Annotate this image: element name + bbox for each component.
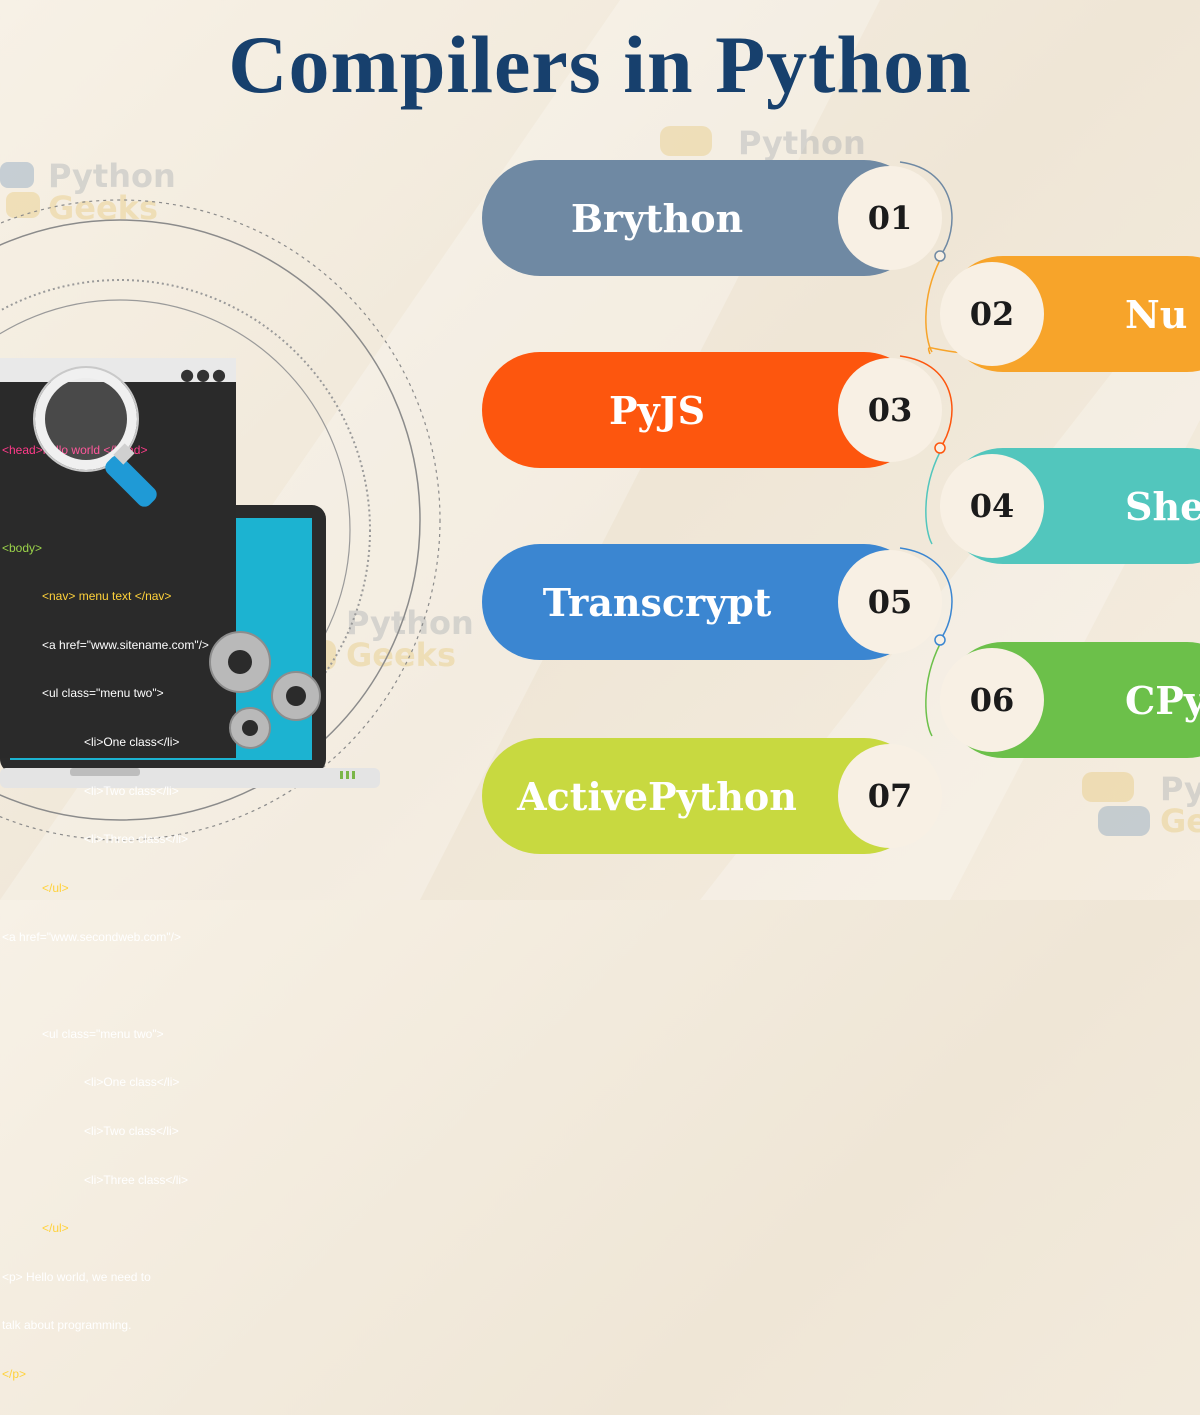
code-line: <li>One class</li>	[84, 735, 180, 750]
step-number-badge: 04	[940, 454, 1044, 558]
code-line	[2, 491, 236, 507]
code-line: <li>Two class</li>	[84, 1123, 179, 1138]
compiler-pill-transcrypt: Transcrypt	[482, 544, 922, 660]
step-number-badge: 06	[940, 648, 1044, 752]
compiler-label: Brython	[570, 195, 744, 241]
code-line: <body>	[2, 540, 43, 555]
compiler-label: Shed	[1125, 483, 1200, 529]
code-content: <head>hello world </head> <body> <nav> m…	[2, 410, 236, 1415]
code-line	[2, 977, 236, 993]
code-line: <ul class="menu two">	[42, 686, 164, 701]
step-number-badge: 01	[838, 166, 942, 270]
compiler-label: Nu	[1125, 291, 1188, 337]
compiler-label: ActivePython	[517, 773, 797, 819]
watermark-line2: Geeks	[48, 189, 158, 227]
watermark-line2: Geeks	[1160, 802, 1200, 840]
python-logo-icon	[1082, 772, 1150, 836]
code-line: <li>Three class</li>	[84, 1172, 189, 1187]
code-line: <a href="www.sitename.com"/>	[42, 637, 209, 652]
python-logo-icon	[268, 606, 336, 670]
code-line: </p>	[2, 1366, 27, 1381]
code-line: </ul>	[42, 1221, 69, 1236]
code-line: </ul>	[42, 880, 69, 895]
compiler-pill-activepython: ActivePython	[482, 738, 922, 854]
compiler-label: Transcrypt	[542, 579, 772, 625]
python-logo-icon	[0, 162, 40, 218]
watermark-line1: Python	[346, 604, 474, 642]
window-dots-icon: ●●●	[180, 365, 228, 384]
watermark-line2: Geeks	[346, 636, 456, 674]
code-line: <li>Two class</li>	[84, 783, 179, 798]
step-number-badge: 05	[838, 550, 942, 654]
watermark-line1: Python	[1160, 770, 1200, 808]
watermark-line1: Python	[738, 124, 866, 162]
code-window: ●●● <head>hello world </head> <body> <na…	[0, 358, 236, 1381]
page-title: Compilers in Python	[228, 19, 972, 110]
step-number-badge: 03	[838, 358, 942, 462]
step-number-badge: 02	[940, 262, 1044, 366]
code-line: talk about programming.	[2, 1318, 132, 1333]
step-number-badge: 07	[838, 744, 942, 848]
code-line: <nav> menu text </nav>	[42, 589, 172, 604]
code-line: <ul class="menu two">	[42, 1026, 164, 1041]
code-line: <p> Hello world, we need to	[2, 1269, 151, 1284]
code-line: <li>Three class</li>	[84, 832, 189, 847]
compiler-pill-brython: Brython	[482, 160, 922, 276]
code-line: <li>One class</li>	[84, 1075, 180, 1090]
watermark-line1: Python	[48, 157, 176, 195]
compiler-label: CPy	[1125, 677, 1200, 723]
code-line: <a href="www.secondweb.com"/>	[2, 929, 181, 944]
compiler-label: PyJS	[608, 387, 706, 433]
code-line: <head>hello world </head>	[2, 443, 148, 458]
